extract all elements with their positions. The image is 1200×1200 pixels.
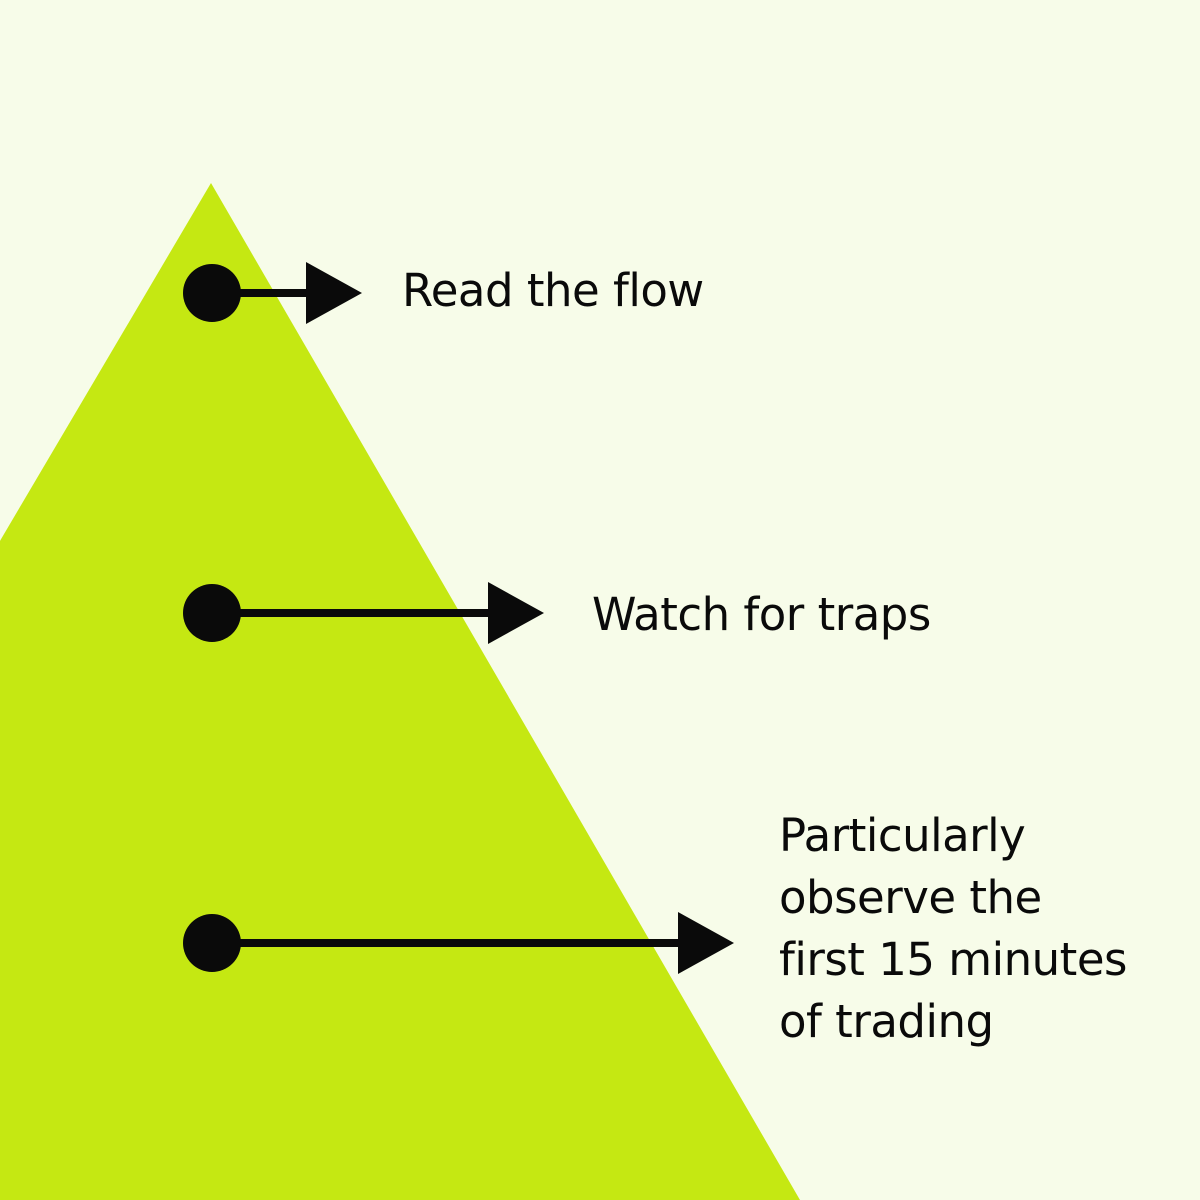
arrow-head-1 — [306, 262, 362, 324]
pointer-step-2 — [183, 582, 544, 644]
arrow-head-3 — [678, 912, 734, 974]
pointer-step-1 — [183, 262, 362, 324]
arrow-head-2 — [488, 582, 544, 644]
pointer-step-3 — [183, 912, 734, 974]
step-3-label: Particularly observe the first 15 minute… — [779, 805, 1127, 1053]
step-2-label: Watch for traps — [592, 588, 931, 641]
step-3-label-line: Particularly — [779, 809, 1026, 862]
step-1-label: Read the flow — [402, 264, 704, 317]
pointer-dot-2 — [183, 584, 241, 642]
pyramid-shape — [0, 183, 800, 1200]
step-3-label-line: first 15 minutes — [779, 933, 1127, 986]
pointer-dot-1 — [183, 264, 241, 322]
pointer-dot-3 — [183, 914, 241, 972]
step-3-label-line: observe the — [779, 871, 1042, 924]
step-3-label-line: of trading — [779, 995, 994, 1048]
